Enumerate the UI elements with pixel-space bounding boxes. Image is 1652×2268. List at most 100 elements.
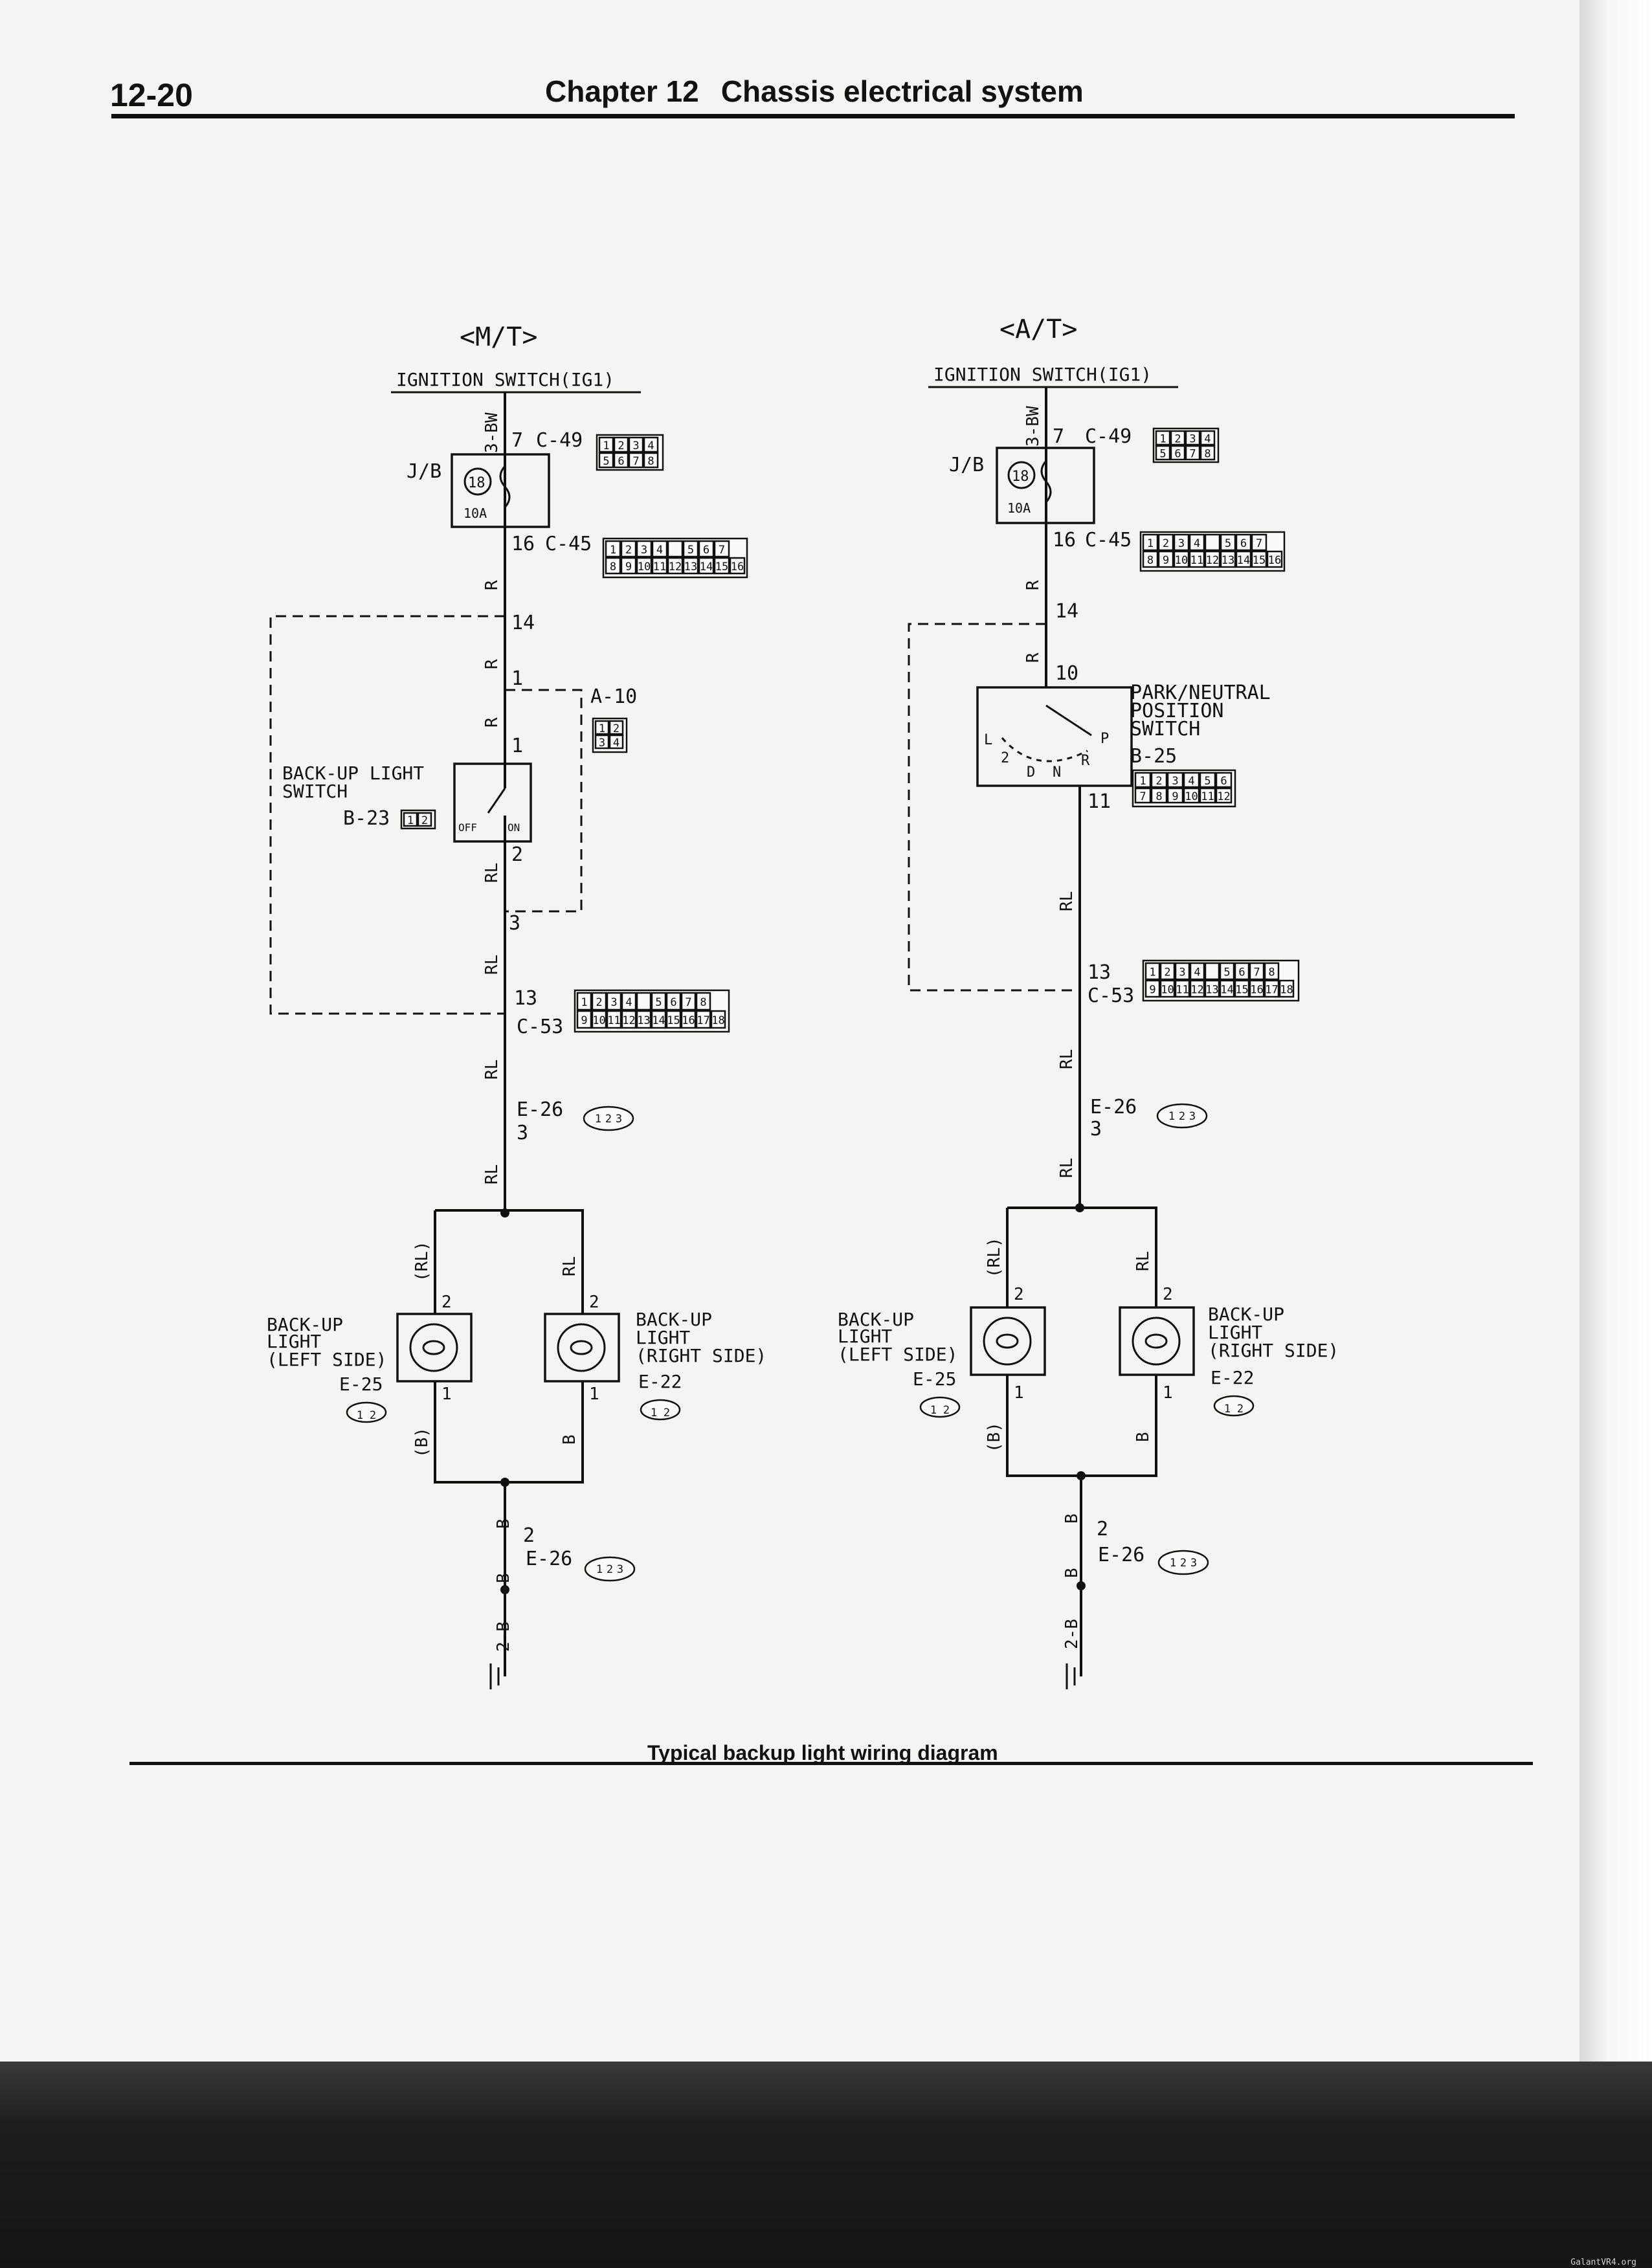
connector-pin-number: 2 xyxy=(618,439,624,452)
connector-pin-number: 9 xyxy=(1149,984,1155,997)
connector-pin-number: 1 xyxy=(357,1409,363,1422)
connector-pin-cell xyxy=(636,1010,652,1029)
connector-pin-cell xyxy=(1155,430,1171,446)
connector-pin-number: 3 xyxy=(1190,1557,1197,1570)
connector-pin-cell xyxy=(628,436,644,453)
connector-pin-number: 12 xyxy=(622,1014,635,1027)
mt-right-pin-1: 1 xyxy=(589,1384,599,1404)
connector-pin-number: 5 xyxy=(1223,966,1230,979)
connector-pin-number: 7 xyxy=(1139,790,1146,803)
mt-right-lamp-conn: E-22 xyxy=(638,1371,682,1392)
connector-pin-number: 1 xyxy=(1168,1110,1175,1123)
connector-pin-cell xyxy=(1189,550,1205,568)
at-left-lamp-label-2: LIGHT xyxy=(838,1326,892,1347)
connector-pin-number: 16 xyxy=(1250,984,1263,997)
at-right-wire-bot: B xyxy=(1133,1432,1153,1442)
connector-pin-number: 11 xyxy=(1190,554,1203,567)
connector-pin-cell xyxy=(1249,962,1265,981)
at-pos-d: D xyxy=(1027,764,1035,781)
page-number: 12-20 xyxy=(110,77,193,113)
connector-pin-cell xyxy=(1215,787,1233,804)
connector-pin-number: 6 xyxy=(703,544,709,557)
connector-pin-number: 3 xyxy=(599,737,605,750)
mt-pin-13: 13 xyxy=(514,987,537,1010)
at-right-lamp-conn: E-22 xyxy=(1211,1367,1254,1388)
connector-pin-number: 12 xyxy=(1217,790,1230,803)
connector-pin-number: 18 xyxy=(711,1014,724,1027)
mt-left-lamp-label-1: BACK-UP xyxy=(267,1314,343,1335)
at-conn-e26b: E-26 xyxy=(1098,1544,1144,1566)
at-left-pin-1: 1 xyxy=(1014,1383,1024,1403)
connector-pin-number: 15 xyxy=(715,561,728,573)
mt-pin-1a: 1 xyxy=(511,667,523,690)
connector-pin-cell xyxy=(636,540,653,558)
mt-right-wire-bot: B xyxy=(560,1434,579,1445)
connector-pin-number: 1 xyxy=(930,1404,937,1417)
connector-pin-cell xyxy=(651,992,667,1011)
connector-pin-number: 6 xyxy=(1220,775,1227,788)
connector-pin-cell xyxy=(698,557,715,575)
mt-conn-e26b: E-26 xyxy=(526,1548,572,1570)
mt-wire-b2: B xyxy=(494,1573,513,1583)
connector-pin-number: 6 xyxy=(618,455,624,468)
connector-pin-cell xyxy=(606,1010,622,1029)
connector-pin-number: 9 xyxy=(625,561,632,573)
connector-pin-number: 17 xyxy=(1265,984,1278,997)
mt-left-wire-bot: (B) xyxy=(412,1427,432,1458)
connector-pin-cell xyxy=(1134,787,1152,804)
connector-pin-cell xyxy=(682,540,699,558)
connector-pin-cell xyxy=(1144,979,1161,998)
connector-pin-number: 10 xyxy=(638,561,651,573)
connector-pin-number: 3 xyxy=(1172,775,1178,788)
connector-pin-number: 14 xyxy=(1237,554,1250,567)
mt-right-lamp-label-2: LIGHT xyxy=(636,1327,690,1348)
at-right-lamp-label-3: (RIGHT SIDE) xyxy=(1208,1340,1339,1361)
at-wire-3bw: 3-BW xyxy=(1023,406,1043,447)
connector-pin-cell xyxy=(621,992,637,1011)
connector-pin-cell xyxy=(710,1010,726,1029)
connector-pin-number: 3 xyxy=(632,439,639,452)
connector-pin-cell xyxy=(1235,550,1252,568)
connector-pin-cell xyxy=(1278,979,1295,998)
mt-switch-lever xyxy=(487,788,506,814)
at-pos-r: R xyxy=(1081,753,1090,769)
connector-pin-number: 2 xyxy=(664,1406,670,1419)
connector-pin-cell xyxy=(695,992,711,1011)
connector-pin-number: 1 xyxy=(1147,537,1154,550)
connector-pin-cell xyxy=(576,1010,592,1029)
connector-pin-cell xyxy=(606,992,622,1011)
connector-pin-cell xyxy=(591,992,607,1011)
footer-rule xyxy=(129,1762,1533,1765)
chapter-label: Chapter 12 xyxy=(545,74,699,108)
connector-pin-cell xyxy=(665,1010,682,1029)
at-ignition-label: IGNITION SWITCH(IG1) xyxy=(933,364,1152,385)
at-pin-3: 3 xyxy=(1090,1118,1102,1140)
connector-pin-number: 4 xyxy=(1194,537,1200,550)
mt-ground-icon xyxy=(489,1663,506,1689)
watermark: GalantVR4.org xyxy=(1570,2258,1636,2267)
connector-pin-number: 12 xyxy=(1190,984,1203,997)
at-pin-14: 14 xyxy=(1055,600,1078,623)
at-pos-l: L xyxy=(984,732,992,748)
connector-pin-number: 16 xyxy=(1268,554,1281,567)
at-left-lamp-conn: E-25 xyxy=(913,1368,956,1390)
at-pns-lever xyxy=(1045,704,1092,737)
connector-pin-cell xyxy=(1170,445,1186,461)
mt-title: <M/T> xyxy=(460,322,537,352)
connector-pin-cell xyxy=(1249,979,1265,998)
connector-pin-number: 2 xyxy=(596,996,602,1009)
at-left-wire-top: (RL) xyxy=(985,1237,1004,1278)
connector-pin-number: 8 xyxy=(700,996,706,1009)
connector-pin-number: 5 xyxy=(1225,537,1231,550)
figure-caption: Typical backup light wiring diagram xyxy=(647,1741,998,1764)
connector-pin-number: 1 xyxy=(596,1563,603,1576)
mt-pin-3a: 3 xyxy=(509,912,520,935)
connector-pin-number: 2 xyxy=(1180,1557,1187,1570)
connector-pin-number: 15 xyxy=(1253,554,1266,567)
